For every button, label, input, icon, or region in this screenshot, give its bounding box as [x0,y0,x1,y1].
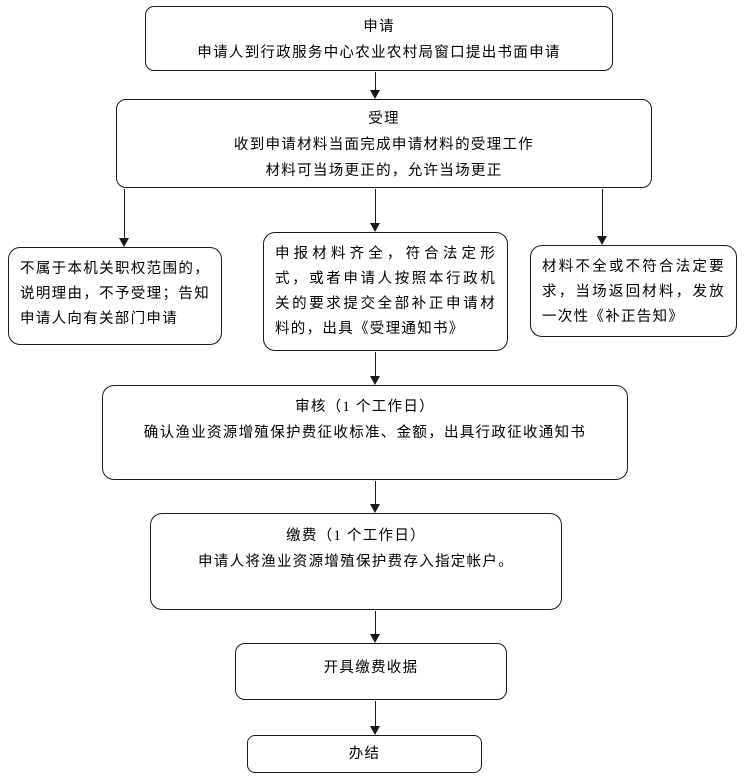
arrow-shaft [601,189,603,237]
node-payment-text: 申请人将渔业资源增殖保护费存入指定帐户。 [198,554,514,570]
node-accept-text-1: 收到申请材料当面完成申请材料的受理工作 [233,137,535,153]
node-supplement-notice: 材料不全或不符合法定要求，当场返回材料，发放一次性《补正告知》 [530,245,737,337]
node-review-text: 确认渔业资源增殖保护费征收标准、金额，出具行政征收通知书 [143,425,587,441]
node-accept: 受理 收到申请材料当面完成申请材料的受理工作 材料可当场更正的，允许当场更正 [116,99,652,188]
node-receipt: 开具缴费收据 [235,643,507,700]
arrow-accept-to-not-accepted [118,189,130,247]
arrow-shaft [374,611,376,635]
arrow-shaft [374,352,376,377]
arrow-receipt-to-complete [369,701,381,735]
node-not-accepted: 不属于本机关职权范围的，说明理由，不予受理；告知申请人向有关部门申请 [8,247,222,345]
arrow-acceptance-notice-to-review [369,352,381,385]
arrow-head-icon [370,90,380,99]
arrow-head-icon [597,236,607,245]
arrow-head-icon [370,376,380,385]
arrow-review-to-pay [369,481,381,513]
node-acceptance-notice-text: 申报材料齐全，符合法定形式，或者申请人按照本行政机关的要求提交全部补正申请材料的… [275,246,496,337]
arrow-accept-to-supplement-notice [596,189,608,245]
node-apply-text: 申请人到行政服务中心农业农村局窗口提出书面申请 [197,45,561,61]
node-supplement-notice-text: 材料不全或不符合法定要求，当场返回材料，发放一次性《补正告知》 [542,259,725,325]
arrow-head-icon [370,726,380,735]
node-review-title: 审核（1 个工作日） [295,399,435,415]
node-not-accepted-text: 不属于本机关职权范围的，说明理由，不予受理；告知申请人向有关部门申请 [20,261,210,327]
node-accept-text-2: 材料可当场更正的，允许当场更正 [265,163,503,179]
arrow-shaft [123,189,125,239]
arrow-head-icon [119,238,129,247]
arrow-pay-to-receipt [369,611,381,643]
node-apply: 申请 申请人到行政服务中心农业农村局窗口提出书面申请 [145,6,613,71]
arrow-shaft [374,189,376,224]
node-acceptance-notice: 申报材料齐全，符合法定形式，或者申请人按照本行政机关的要求提交全部补正申请材料的… [263,232,508,351]
node-review: 审核（1 个工作日） 确认渔业资源增殖保护费征收标准、金额，出具行政征收通知书 [102,385,628,480]
arrow-head-icon [370,504,380,513]
node-payment: 缴费（1 个工作日） 申请人将渔业资源增殖保护费存入指定帐户。 [150,513,562,610]
arrow-accept-to-acceptance-notice [369,189,381,232]
arrow-shaft [374,481,376,505]
arrow-head-icon [370,223,380,232]
node-receipt-title: 开具缴费收据 [323,660,419,676]
arrow-shaft [374,72,376,91]
arrow-apply-to-accept [369,72,381,99]
node-apply-title: 申请 [363,19,395,35]
arrow-head-icon [370,634,380,643]
node-accept-title: 受理 [368,111,400,127]
node-complete: 办结 [247,735,482,773]
arrow-shaft [374,701,376,727]
node-payment-title: 缴费（1 个工作日） [286,528,426,544]
node-complete-title: 办结 [348,746,381,762]
